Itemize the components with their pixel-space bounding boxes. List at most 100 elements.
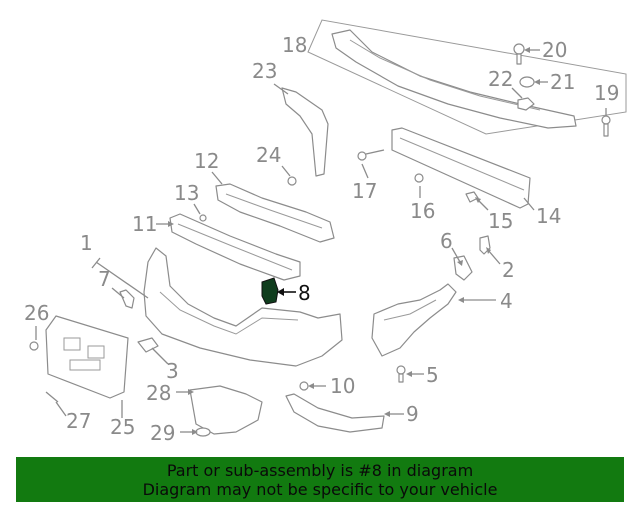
fastener-16-head <box>414 173 424 183</box>
callout-12: 12 <box>194 149 219 173</box>
part-7-shape <box>119 289 135 309</box>
leader-2 <box>487 249 501 265</box>
fastener-13-head <box>199 214 207 222</box>
part-18-upper-reinforcement <box>307 19 627 135</box>
part-23-shape <box>281 87 329 177</box>
notice-banner: Part or sub-assembly is #8 in diagram Di… <box>16 457 624 502</box>
callout-6: 6 <box>440 229 453 253</box>
part-9-shape <box>285 393 385 433</box>
arrow-4 <box>458 297 464 303</box>
part-6-shape <box>453 255 473 281</box>
fastener-17-head <box>357 151 367 161</box>
part-4-shape <box>371 283 457 357</box>
part-25-slot-c <box>69 359 101 371</box>
arrow-11 <box>168 221 174 227</box>
arrow-5 <box>406 371 412 377</box>
callout-26: 26 <box>24 301 49 325</box>
part-4-detail <box>383 299 437 321</box>
callout-labels: 1 2 3 4 5 6 7 8 9 10 11 12 13 14 15 16 1… <box>24 33 619 445</box>
fastener-21 <box>519 76 535 88</box>
part-1-shape <box>143 247 343 367</box>
fastener-20-head <box>513 43 525 55</box>
callout-25: 25 <box>110 415 135 439</box>
leader-6 <box>451 247 461 263</box>
parts-diagram: 1 2 3 4 5 6 7 8 9 10 11 12 13 14 15 16 1… <box>24 19 627 445</box>
fastener-26-head <box>29 341 39 351</box>
callout-8: 8 <box>298 281 311 305</box>
callout-27: 27 <box>66 409 91 433</box>
callout-23: 23 <box>252 59 277 83</box>
part-25-slot-b <box>87 345 105 359</box>
fastener-13 <box>199 214 207 222</box>
part-23-bracket <box>281 87 329 177</box>
part-12-absorber <box>215 183 335 243</box>
fastener-19-head <box>601 115 611 125</box>
part-12-detail <box>225 193 323 229</box>
part-18-frame <box>307 19 627 135</box>
callout-3: 3 <box>166 359 179 383</box>
callout-14: 14 <box>536 204 561 228</box>
leader-17 <box>361 163 369 179</box>
fastener-15-clip <box>465 191 479 203</box>
fastener-5-head <box>396 365 406 375</box>
fastener-26 <box>29 341 39 351</box>
fastener-10 <box>299 381 309 391</box>
fastener-19-shank <box>603 123 609 137</box>
part-11-detail <box>177 223 293 271</box>
callout-2: 2 <box>502 258 515 282</box>
part-9-lower-trim <box>285 393 385 433</box>
arrow-20 <box>524 47 530 53</box>
part-7-bracket <box>119 289 135 309</box>
part-25-license-plate-bracket <box>45 315 129 399</box>
leader-24 <box>281 165 291 177</box>
part-3-clip <box>137 337 159 353</box>
leader-3 <box>151 347 169 365</box>
leader-7 <box>111 287 125 299</box>
part-18-detail <box>349 39 541 111</box>
part-1-inner-edge <box>159 291 299 335</box>
callout-24: 24 <box>256 143 281 167</box>
arrow-28 <box>188 389 194 395</box>
callout-7: 7 <box>98 267 111 291</box>
leader-27 <box>55 401 67 417</box>
fastener-24-head <box>287 176 297 186</box>
part-4-side-bracket <box>371 283 457 357</box>
arrow-21 <box>534 79 540 85</box>
leader-lines <box>35 47 607 435</box>
fastener-29-head <box>195 427 211 437</box>
callout-28: 28 <box>146 381 171 405</box>
callout-10: 10 <box>330 374 355 398</box>
leader-1 <box>91 257 149 299</box>
fastener-5-shank <box>398 373 404 383</box>
fastener-27-bolt <box>45 391 59 403</box>
part-25-slot-a <box>63 337 81 351</box>
fastener-22-clip <box>517 97 535 111</box>
callout-29: 29 <box>150 421 175 445</box>
fastener-19 <box>601 115 611 137</box>
leader-15 <box>477 199 489 211</box>
leader-13 <box>193 203 201 215</box>
callout-22: 22 <box>488 67 513 91</box>
part-18-bar <box>331 29 577 129</box>
fastener-17-bolt <box>365 149 385 155</box>
fastener-29 <box>195 427 211 437</box>
callout-11: 11 <box>132 212 157 236</box>
fastener-22 <box>517 97 535 111</box>
leader-22 <box>511 87 523 99</box>
part-12-shape <box>215 183 335 243</box>
arrow-9 <box>384 411 390 417</box>
callout-1: 1 <box>80 231 93 255</box>
part-11-lower-absorber <box>169 213 301 281</box>
fastener-20-shank <box>516 53 522 65</box>
leader-12 <box>211 171 223 185</box>
part-25-shape <box>45 315 129 399</box>
callout-4: 4 <box>500 289 513 313</box>
arrow-2 <box>486 247 491 254</box>
callout-18: 18 <box>282 33 307 57</box>
callout-19: 19 <box>594 81 619 105</box>
arrow-8 <box>277 288 284 296</box>
part-1-bumper-fascia <box>143 247 343 367</box>
banner-line-2: Diagram may not be specific to your vehi… <box>142 480 498 499</box>
callout-21: 21 <box>550 70 575 94</box>
banner-line-1: Part or sub-assembly is #8 in diagram <box>166 461 474 480</box>
